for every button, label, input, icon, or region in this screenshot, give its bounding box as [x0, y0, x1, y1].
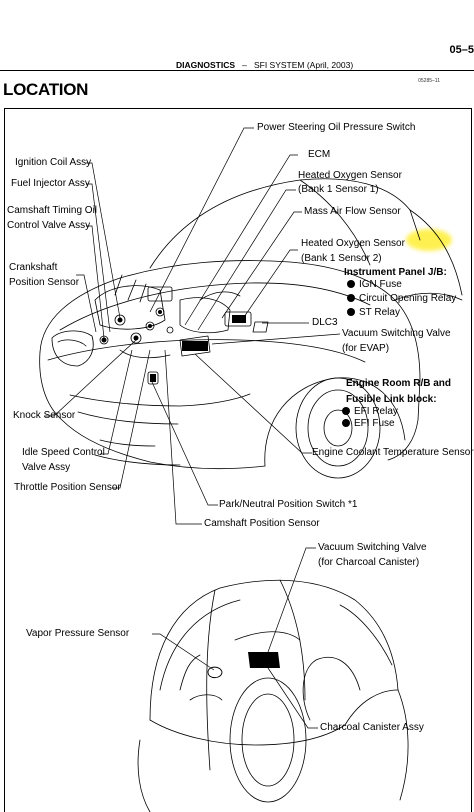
header-rule [0, 70, 474, 71]
label-mass-air-flow-sensor: Mass Air Flow Sensor [304, 206, 401, 217]
rear-car-drawing [137, 579, 409, 812]
page-header: DIAGNOSTICS – SFI SYSTEM (April, 2003) [176, 60, 353, 70]
ip-item-circuit-opening-relay: Circuit Opening Relay [359, 293, 457, 304]
label-fusible-link-block: Fusible Link block: [346, 394, 437, 405]
label-heated-oxygen-sensor-b1s1-sub: (Bank 1 Sensor 1) [298, 184, 379, 195]
highlighter-mark [406, 229, 452, 251]
label-fuel-injector-assy: Fuel Injector Assy [11, 178, 90, 189]
label-idle-speed-control: Idle Speed Control [22, 447, 105, 458]
label-camshaft-position-sensor: Camshaft Position Sensor [204, 518, 320, 529]
label-engine-coolant-temp-sensor: Engine Coolant Temperature Sensor [312, 447, 474, 458]
label-engine-room-rb: Engine Room R/B and [346, 378, 451, 389]
list-item: ST Relay [347, 306, 400, 320]
label-vsv-evap: Vacuum Switching Valve [342, 328, 451, 339]
rear-parts [207, 652, 280, 679]
header-section: DIAGNOSTICS [176, 60, 236, 70]
label-control-valve-assy: Control Valve Assy [7, 220, 91, 231]
bullet-icon [347, 308, 355, 316]
leader-lines-front [44, 127, 341, 525]
front-car-drawing [39, 178, 463, 479]
label-park-neutral-switch: Park/Neutral Position Switch *1 [219, 499, 358, 510]
figure-frame [4, 108, 472, 812]
list-item: IGN Fuse [347, 278, 402, 292]
header-dash: – [242, 60, 247, 70]
label-charcoal-canister-assy: Charcoal Canister Assy [320, 722, 424, 733]
label-vsv-evap-sub: (for EVAP) [342, 343, 390, 354]
label-instrument-panel-jb: Instrument Panel J/B: [344, 267, 447, 278]
figure-code: 05285–11 [418, 78, 440, 84]
page-number: 05–5 [449, 44, 474, 56]
label-dlc3: DLC3 [312, 317, 338, 328]
ip-item-st-relay: ST Relay [359, 307, 400, 318]
label-heated-oxygen-sensor-b1s1: Heated Oxygen Sensor [298, 170, 402, 181]
label-vsv-charcoal-canister-sub: (for Charcoal Canister) [318, 557, 420, 568]
ip-item-ign-fuse: IGN Fuse [359, 279, 402, 290]
page-title: LOCATION [3, 80, 89, 99]
list-item: Circuit Opening Relay [347, 292, 456, 306]
list-item: EFI Relay [342, 405, 398, 419]
label-power-steering-oil-pressure-switch: Power Steering Oil Pressure Switch [257, 122, 416, 133]
label-heated-oxygen-sensor-b1s2-sub: (Bank 1 Sensor 2) [301, 253, 382, 264]
label-ecm: ECM [308, 149, 331, 160]
label-isc-valve-assy: Valve Assy [22, 462, 71, 473]
label-crankshaft-position-sensor: Position Sensor [9, 277, 80, 288]
bullet-icon [347, 294, 355, 302]
label-vapor-pressure-sensor: Vapor Pressure Sensor [26, 628, 130, 639]
label-crankshaft: Crankshaft [9, 262, 58, 273]
label-heated-oxygen-sensor-b1s2: Heated Oxygen Sensor [301, 238, 405, 249]
er-item-efi-fuse: EFI Fuse [354, 418, 395, 429]
bullet-icon [342, 419, 350, 427]
bullet-icon [347, 280, 355, 288]
label-camshaft-timing-oil: Camshaft Timing Oil [7, 205, 98, 216]
header-subtitle: SFI SYSTEM (April, 2003) [253, 60, 354, 70]
list-item: EFI Fuse [342, 417, 395, 431]
bullet-icon [342, 407, 350, 415]
label-ignition-coil-assy: Ignition Coil Assy [15, 157, 92, 168]
label-throttle-position-sensor: Throttle Position Sensor [14, 482, 121, 493]
leader-lines-rear [152, 547, 318, 729]
label-vsv-charcoal-canister: Vacuum Switching Valve [318, 542, 427, 553]
er-item-efi-relay: EFI Relay [354, 406, 398, 417]
engine-part-fills [101, 310, 246, 382]
label-knock-sensor: Knock Sensor [13, 410, 76, 421]
